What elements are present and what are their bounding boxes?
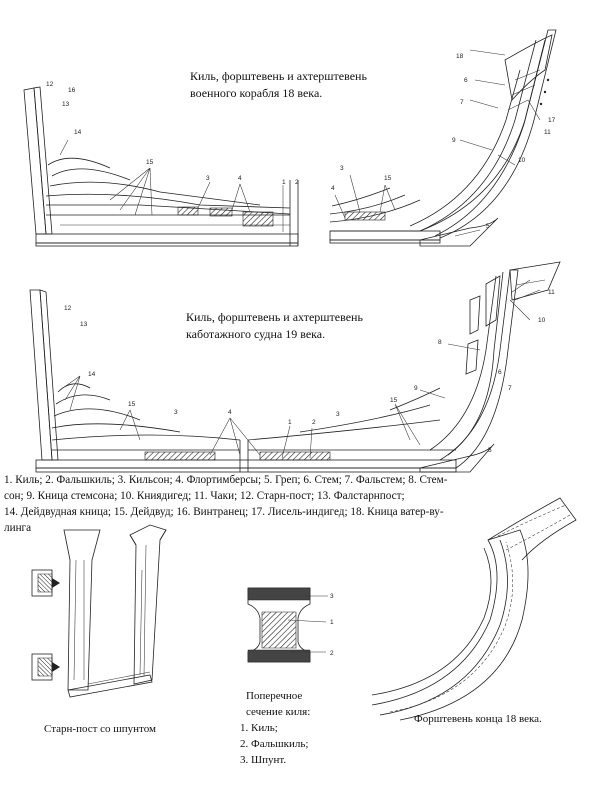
keel-section-item-2: 2. Фальшкиль; — [240, 738, 309, 750]
fig2-label-9: 9 — [414, 385, 418, 392]
fig2-label-8: 8 — [438, 339, 442, 346]
fig1-label-9: 9 — [452, 137, 456, 144]
fig2-label-11: 11 — [548, 289, 555, 296]
fig1-label-4: 4 — [238, 175, 242, 182]
fig1-drawing — [23, 29, 557, 247]
keel-section-item-1: 1. Киль; — [240, 722, 278, 734]
keel-section-title-1: Поперечное — [246, 690, 303, 702]
fig1-label-15: 15 — [146, 159, 154, 166]
fig2-label-15b: 15 — [390, 397, 398, 404]
fig2-label-10: 10 — [538, 317, 546, 324]
keel-section-drawing: 3 1 2 — [247, 587, 334, 663]
keel-section-item-3: 3. Шпунт. — [240, 754, 287, 766]
sternpost-drawing — [31, 524, 167, 698]
keel-section-legend: Поперечное сечение киля: 1. Киль; 2. Фал… — [240, 688, 310, 768]
fig1-label-18: 18 — [456, 53, 464, 60]
fig1-label-17: 17 — [548, 117, 556, 124]
fig1-caption-line2: военного корабля 18 века. — [190, 86, 323, 100]
stem-drawing — [371, 497, 577, 721]
fig1-labels: 1 2 3 4 5 6 7 9 10 11 12 13 14 15 16 17 … — [46, 53, 556, 230]
fig1-label-7: 7 — [460, 99, 464, 106]
legend-line-1: 1. Киль; 2. Фальшкиль; 3. Кильсон; 4. Фл… — [4, 474, 448, 486]
fig1-label-3: 3 — [206, 175, 210, 182]
fig1-label-16: 16 — [68, 87, 76, 94]
fig1-label-2: 2 — [295, 179, 299, 186]
keel-section-label-2: 2 — [330, 650, 334, 657]
legend-line-2: сон; 9. Кница стемсона; 10. Книядигед; 1… — [4, 490, 405, 502]
fig2-caption-line2: каботажного судна 19 века. — [186, 327, 326, 341]
sternpost-caption: Старн-пост со шпунтом — [44, 723, 156, 735]
fig2-label-3: 3 — [174, 409, 178, 416]
fig2-label-14: 14 — [88, 371, 96, 378]
fig1-label-11: 11 — [544, 129, 551, 136]
fig1-label-3b: 3 — [340, 165, 344, 172]
fig1-caption-line1: Киль, форштевень и ахтерштевень — [190, 69, 367, 83]
fig1-label-14: 14 — [74, 129, 82, 136]
fig2-label-15: 15 — [128, 401, 136, 408]
fig2-label-13: 13 — [80, 321, 88, 328]
legend-line-4: линга — [4, 522, 32, 534]
fig2-caption-line1: Киль, форштевень и ахтерштевень — [186, 310, 363, 324]
fig2-label-6: 6 — [498, 369, 502, 376]
fig1-label-13: 13 — [62, 101, 70, 108]
fig2-label-1: 1 — [288, 419, 292, 426]
legend: 1. Киль; 2. Фальшкиль; 3. Кильсон; 4. Фл… — [4, 472, 584, 536]
fig2-label-3b: 3 — [336, 411, 340, 418]
fig1-label-1: 1 — [282, 179, 286, 186]
fig1-label-10: 10 — [518, 157, 526, 164]
keel-section-label-3: 3 — [330, 593, 334, 600]
fig2-label-2: 2 — [312, 419, 316, 426]
fig2-label-12: 12 — [64, 305, 72, 312]
fig1-label-15b: 15 — [384, 175, 392, 182]
fig1-caption: Киль, форштевень и ахтерштевень военного… — [190, 68, 367, 102]
fig2-label-4: 4 — [228, 409, 232, 416]
fig1-label-6: 6 — [464, 77, 468, 84]
fig2-label-7: 7 — [508, 385, 512, 392]
fig1-label-5: 5 — [486, 223, 490, 230]
fig2-caption: Киль, форштевень и ахтерштевень каботажн… — [186, 309, 363, 343]
fig1-label-12: 12 — [46, 81, 54, 88]
fig2-drawing — [29, 261, 561, 473]
stem-caption: Форштевень конца 18 века. — [414, 713, 542, 725]
keel-section-label-1: 1 — [330, 619, 334, 626]
fig2-labels: 1 2 3 4 5 6 7 8 9 10 11 12 13 14 15 3 15 — [64, 289, 555, 454]
fig2-label-5: 5 — [488, 447, 492, 454]
keel-section-title-2: сечение киля: — [246, 706, 311, 718]
fig1-label-4b: 4 — [331, 185, 335, 192]
legend-line-3: 14. Дейдвудная кница; 15. Дейдвуд; 16. В… — [4, 506, 444, 518]
